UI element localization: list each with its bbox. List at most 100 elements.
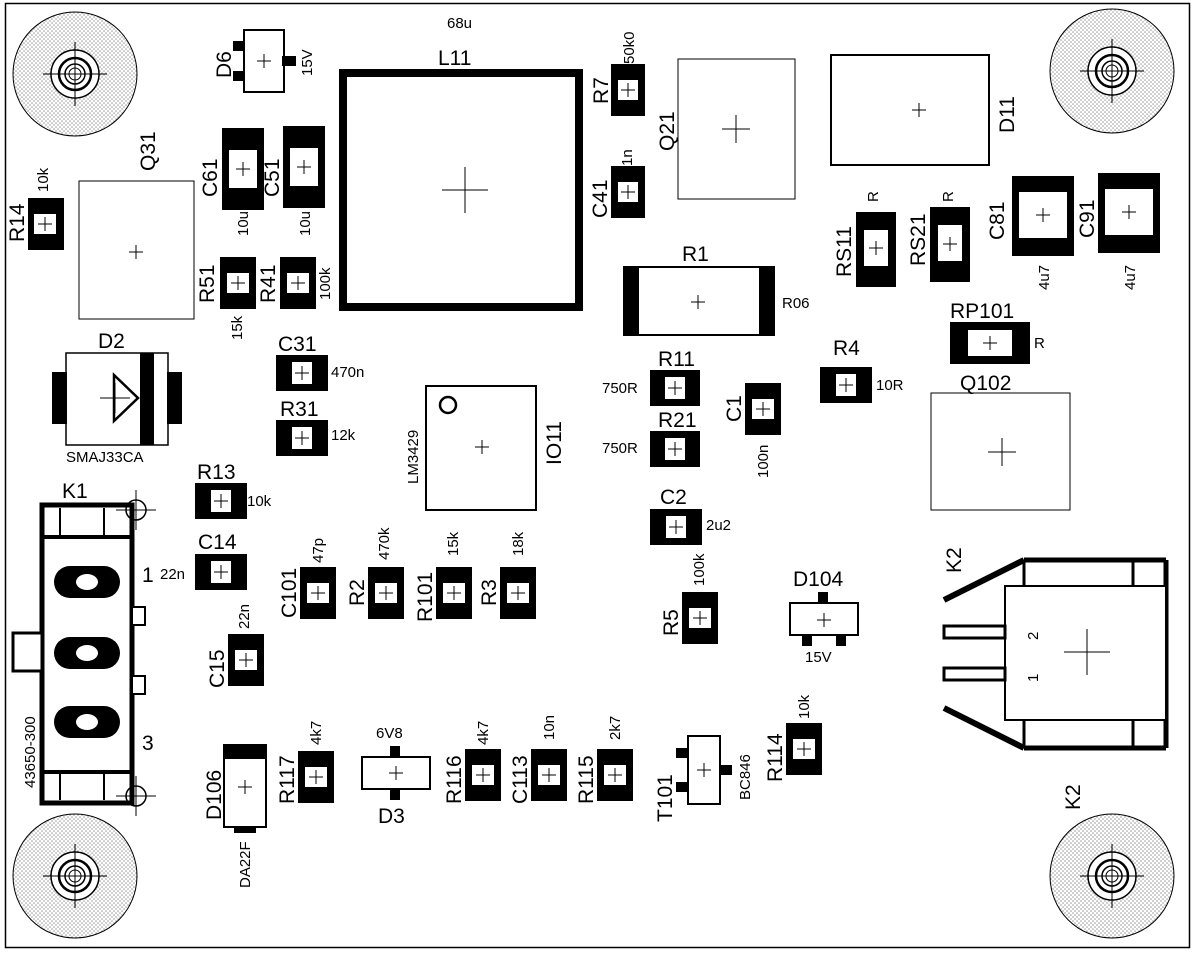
label-C15: C15	[206, 649, 229, 688]
label-R114: R114	[764, 733, 787, 782]
label-Q21: Q21	[656, 111, 679, 151]
value-C91: 4u7	[1122, 265, 1139, 290]
resistor-R5	[682, 592, 718, 644]
transistor-Q21	[677, 58, 796, 200]
resistor-R3	[500, 567, 536, 619]
label-RS21: RS21	[907, 213, 930, 266]
mounting-hole-bottom-left	[11, 812, 139, 940]
diode-D104	[789, 592, 859, 646]
mounting-hole-top-right	[1048, 7, 1176, 135]
label-C61: C61	[199, 158, 222, 197]
capacitor-C91	[1098, 173, 1160, 253]
label-R31: R31	[280, 398, 319, 421]
value-R1: R06	[782, 295, 810, 312]
diode-D2	[52, 352, 182, 446]
label-C113: C113	[509, 755, 532, 804]
label-R1: R1	[682, 243, 709, 266]
diode-D3	[361, 746, 431, 800]
label-K2-top: K2	[943, 547, 966, 573]
label-R41: R41	[257, 264, 280, 303]
capacitor-C113	[531, 749, 567, 801]
resistor-R13	[195, 483, 247, 519]
capacitor-C15	[228, 634, 264, 686]
label-R4: R4	[833, 337, 860, 360]
resistor-R101	[436, 567, 472, 619]
value-L11: 68u	[447, 15, 472, 32]
label-C81: C81	[986, 201, 1009, 240]
pin-3-K1: 3	[142, 732, 154, 755]
value-R11: 750R	[602, 380, 638, 397]
value-R114: 10k	[796, 694, 813, 719]
diode-D106	[223, 744, 267, 833]
value-D6: 15V	[299, 49, 316, 76]
ic-IO11	[425, 385, 537, 511]
label-R2: R2	[346, 579, 369, 606]
value-R5: 100k	[691, 553, 708, 586]
mounting-hole-bottom-right	[1048, 812, 1176, 940]
pin-1-K2: 1	[1025, 674, 1042, 682]
label-C2: C2	[660, 486, 687, 509]
value-R101: 15k	[445, 531, 462, 556]
value-C2: 2u2	[706, 517, 731, 534]
mounting-hole-top-left	[11, 10, 139, 138]
capacitor-C14	[195, 554, 247, 590]
label-R117: R117	[276, 755, 299, 804]
label-R11: R11	[658, 348, 695, 371]
value-D2: SMAJ33CA	[66, 449, 144, 466]
label-R5: R5	[660, 609, 683, 636]
value-R117: 4k7	[308, 721, 325, 745]
label-C101: C101	[278, 568, 301, 618]
label-C1: C1	[723, 395, 746, 422]
label-R115: R115	[575, 755, 598, 804]
value-C41: 1n	[619, 149, 636, 166]
value-C1: 100n	[755, 445, 772, 478]
label-D11: D11	[996, 96, 1019, 133]
label-K2-bottom: K2	[1062, 784, 1085, 810]
label-Q31: Q31	[137, 131, 160, 171]
label-K1: K1	[62, 480, 88, 503]
pin-1-K1: 1	[142, 564, 154, 587]
label-D6: D6	[213, 51, 236, 78]
value-R41: 100k	[317, 267, 334, 300]
value-R21: 750R	[602, 440, 638, 457]
connector-K1	[11, 490, 156, 816]
label-D106: D106	[203, 770, 226, 820]
value-R4: 10R	[876, 377, 904, 394]
value-C113: 10n	[541, 715, 558, 740]
value-IO11: LM3429	[405, 430, 422, 484]
value-RP101: R	[1034, 335, 1045, 352]
capacitor-C81	[1012, 176, 1074, 256]
value-R14: 10k	[35, 167, 52, 192]
label-R101: R101	[414, 572, 437, 622]
capacitor-C51	[283, 126, 325, 208]
capacitor-C41	[611, 166, 645, 218]
diode-D6	[233, 29, 296, 93]
label-L11: L11	[438, 47, 471, 70]
value-T101: BC846	[737, 754, 754, 800]
value-R2: 470k	[376, 527, 393, 560]
pin-2-K2: 2	[1025, 632, 1042, 640]
resistor-R21	[650, 431, 700, 467]
value-R31: 12k	[331, 427, 356, 444]
value-C14: 22n	[160, 566, 185, 583]
label-R21: R21	[658, 409, 697, 432]
resistor-R4	[820, 367, 872, 403]
resistor-R7	[611, 64, 645, 116]
capacitor-C61	[222, 128, 264, 210]
resistor-RS11	[856, 212, 896, 287]
value-C31: 470n	[331, 364, 364, 381]
value-R115: 2k7	[607, 716, 624, 740]
label-R51: R51	[196, 264, 219, 303]
resistor-R116	[465, 749, 501, 801]
value-D3: 6V8	[376, 725, 403, 742]
value-C51: 10u	[297, 211, 314, 236]
label-D104: D104	[793, 568, 844, 591]
capacitor-C31	[276, 355, 328, 391]
label-D3: D3	[378, 805, 405, 828]
value-C15: 22n	[236, 604, 253, 629]
label-R7: R7	[590, 77, 613, 104]
connector-K2	[942, 557, 1169, 751]
label-Q102: Q102	[960, 372, 1011, 395]
resistor-R14	[28, 198, 64, 250]
resistor-R11	[650, 370, 700, 406]
